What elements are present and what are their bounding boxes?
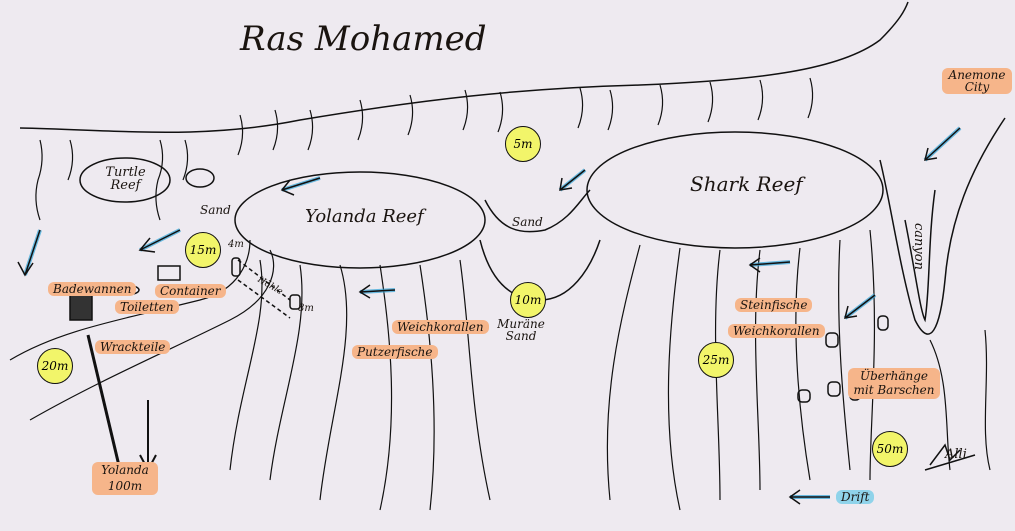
weichkorallen-label: Weichkorallen [728, 324, 825, 338]
cave-depth-top: 4m [228, 239, 244, 250]
weichkorallen-label: Weichkorallen [392, 320, 489, 334]
canyon-outline [879, 117, 1006, 335]
cave [237, 259, 291, 319]
depth-marker: 5m [505, 126, 541, 162]
yolanda-wreck-label: Yolanda 100m [92, 462, 158, 496]
turtle-reef-label: Turtle Reef [105, 165, 146, 193]
yolanda-reef-outline [234, 171, 486, 269]
putzerfische-label: Putzerfische [352, 345, 438, 359]
wrackteile-label: Wrackteile [95, 340, 171, 354]
depth-marker: 15m [185, 232, 221, 268]
depth-marker: 25m [698, 342, 734, 378]
wreck-arrow [139, 400, 157, 473]
steinfische-label: Steinfische [735, 298, 813, 312]
canyon-label: canyon [910, 223, 926, 270]
wreck-line [86, 334, 122, 471]
drift-label: Drift [836, 490, 875, 504]
badewannen-label: Badewannen [48, 282, 137, 296]
coastline [19, 1, 909, 134]
turtle-reef-outline [79, 157, 171, 203]
yolanda-reef-label: Yolanda Reef [305, 206, 424, 227]
signature: Alli [945, 447, 967, 462]
depth-marker: 50m [872, 431, 908, 467]
container-icon [157, 265, 181, 281]
map-title: Ras Mohamed [240, 19, 487, 59]
signature-mark [924, 443, 976, 471]
bathtubs-icon [69, 294, 93, 321]
depth-marker: 20m [37, 348, 73, 384]
sand-label: Sand [512, 215, 543, 229]
ueberhaenge-label: Überhänge mit Barschen [848, 368, 940, 399]
toiletten-label: Toiletten [115, 300, 179, 314]
shark-reef-label: Shark Reef [690, 172, 803, 196]
cave-depth-bottom: 8m [298, 303, 314, 314]
sand-label: Sand [200, 203, 231, 217]
anemone-city-label: Anemone City [942, 68, 1012, 94]
turtle-icon [185, 168, 215, 188]
shark-reef-outline [586, 131, 884, 249]
container-label: Container [155, 284, 226, 298]
muraene-sand-label: Muräne Sand [497, 317, 545, 343]
depth-marker: 10m [510, 282, 546, 318]
